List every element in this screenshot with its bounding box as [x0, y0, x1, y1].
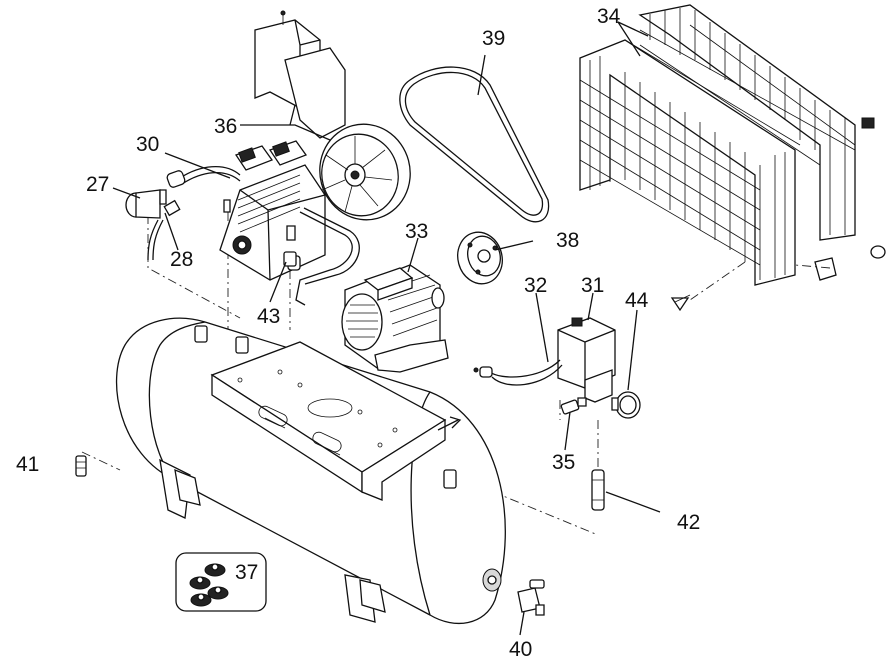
pump-cover	[255, 11, 345, 138]
motor-pulley	[452, 227, 508, 289]
drain-valve	[518, 580, 544, 615]
electric-motor	[342, 265, 448, 372]
leader-lines	[113, 22, 660, 635]
check-valve	[126, 190, 180, 260]
plate-arrow-icon	[438, 417, 460, 430]
flywheel	[309, 114, 421, 230]
label-37: 37	[235, 561, 259, 584]
label-44: 44	[625, 289, 649, 312]
label-39: 39	[482, 27, 506, 50]
label-40: 40	[509, 638, 533, 661]
compressor-pump	[220, 141, 359, 305]
pump-fitting	[284, 252, 296, 266]
pressure-switch	[474, 318, 615, 402]
mounting-plate	[212, 342, 460, 500]
label-31: 31	[581, 274, 605, 297]
safety-valve	[561, 398, 586, 414]
label-35: 35	[552, 451, 576, 474]
guard-arrow-icon	[672, 298, 688, 310]
label-34: 34	[597, 5, 621, 28]
label-28: 28	[170, 248, 194, 271]
v-belt	[400, 67, 549, 222]
label-32: 32	[524, 274, 548, 297]
label-41: 41	[16, 453, 40, 476]
label-42: 42	[677, 511, 701, 534]
label-30: 30	[136, 133, 160, 156]
label-38: 38	[556, 229, 580, 252]
label-36: 36	[214, 115, 238, 138]
rubber-feet-kit	[176, 553, 266, 611]
label-43: 43	[257, 305, 281, 328]
delivery-hose	[166, 167, 240, 189]
tank-fitting	[76, 456, 86, 476]
pressure-gauge	[612, 392, 640, 418]
connection-pipe	[592, 470, 604, 510]
label-27: 27	[86, 173, 110, 196]
label-33: 33	[405, 220, 429, 243]
belt-guard	[580, 5, 885, 310]
